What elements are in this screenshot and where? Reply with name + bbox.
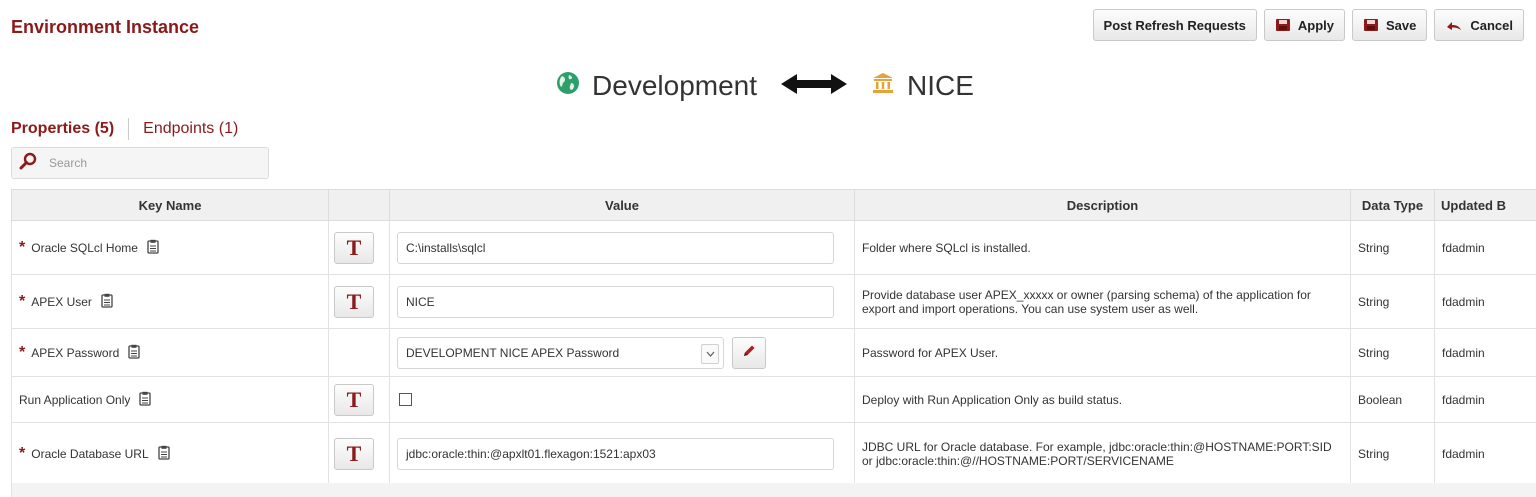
type-toggle-cell: T [328, 220, 390, 275]
key-name: Oracle Database URL [31, 446, 149, 461]
environment-name: Development [592, 70, 758, 101]
value-cell: DEVELOPMENT NICE APEX Password [389, 328, 855, 377]
table-row: * Oracle SQLcl Home T C:\installs\sqlcl … [11, 220, 1536, 275]
toolbar: Post Refresh Requests Apply Save Cancel [1092, 9, 1524, 41]
tab-properties[interactable]: Properties (5) [11, 120, 115, 137]
clipboard-icon[interactable] [139, 391, 152, 409]
required-marker: * [19, 238, 26, 256]
save-icon [1363, 18, 1379, 32]
properties-table: Key Name Value Description Data Type Upd… [11, 189, 1536, 485]
type-toggle-cell [328, 328, 390, 377]
clipboard-icon[interactable] [128, 344, 140, 362]
updated-by-cell: fdadmin [1434, 274, 1536, 329]
environment-instance-mapping: Development NICE [0, 70, 1533, 102]
key-name: Run Application Only [19, 392, 131, 407]
search-box [11, 147, 269, 179]
bank-icon [871, 70, 895, 102]
save-label: Save [1385, 17, 1417, 33]
pencil-icon [742, 344, 756, 361]
clipboard-icon[interactable] [101, 293, 113, 311]
key-name-cell: * APEX Password [11, 328, 329, 377]
post-refresh-requests-button[interactable]: Post Refresh Requests [1092, 9, 1257, 41]
type-toggle-cell: T [328, 274, 390, 329]
data-type-cell: String [1350, 220, 1435, 275]
tab-divider [128, 118, 130, 140]
key-name: Oracle SQLcl Home [31, 240, 138, 255]
updated-by-cell: fdadmin [1434, 220, 1536, 275]
value-cell [389, 376, 855, 423]
description-cell: Deploy with Run Application Only as buil… [854, 376, 1351, 423]
key-name-cell: * Oracle Database URL [11, 422, 329, 485]
key-name-cell: * APEX User [11, 274, 329, 329]
description-cell: Provide database user APEX_xxxxx or owne… [854, 274, 1351, 329]
description-cell: Folder where SQLcl is installed. [854, 220, 1351, 275]
column-header-value[interactable]: Value [389, 189, 855, 221]
data-type-cell: String [1350, 422, 1435, 485]
value-input[interactable]: jdbc:oracle:thin:@apxlt01.flexagon:1521:… [397, 437, 834, 470]
text-type-button[interactable]: T [334, 383, 374, 416]
text-type-button[interactable]: T [334, 437, 374, 470]
column-header-updated-by[interactable]: Updated B [1434, 189, 1536, 221]
search-icon[interactable] [19, 152, 37, 175]
apply-icon [1275, 18, 1291, 32]
value-input[interactable]: C:\installs\sqlcl [397, 231, 834, 264]
chevron-down-icon[interactable] [701, 343, 719, 364]
column-header-key-name[interactable]: Key Name [11, 189, 329, 221]
clipboard-icon[interactable] [147, 239, 159, 257]
required-marker: * [19, 444, 26, 462]
page-title: Environment Instance [11, 17, 200, 37]
search-input[interactable] [47, 155, 268, 171]
type-toggle-cell: T [328, 376, 390, 423]
table-row: * APEX User T NICE Provide database user… [11, 274, 1536, 329]
value-input[interactable]: NICE [397, 285, 834, 318]
edit-credential-button[interactable] [732, 336, 766, 369]
save-button[interactable]: Save [1351, 9, 1428, 41]
table-row: * APEX Password DEVELOPMENT NICE APEX Pa… [11, 328, 1536, 377]
apply-label: Apply [1297, 17, 1334, 33]
table-row: Run Application Only T Deploy with Run A… [11, 376, 1536, 423]
table-row: * Oracle Database URL T jdbc:oracle:thin… [11, 422, 1536, 485]
value-checkbox[interactable] [399, 393, 412, 406]
table-footer [11, 483, 1536, 497]
tab-bar: Properties (5) Endpoints (1) [11, 118, 238, 140]
required-marker: * [19, 343, 26, 361]
column-header-data-type[interactable]: Data Type [1350, 189, 1435, 221]
data-type-cell: Boolean [1350, 376, 1435, 423]
clipboard-icon[interactable] [157, 445, 170, 463]
text-type-button[interactable]: T [334, 285, 374, 318]
key-name-cell: * Oracle SQLcl Home [11, 220, 329, 275]
description-cell: Password for APEX User. [854, 328, 1351, 377]
column-header-type [328, 189, 390, 221]
type-toggle-cell: T [328, 422, 390, 485]
credential-select-value: DEVELOPMENT NICE APEX Password [406, 345, 620, 360]
key-name: APEX Password [31, 345, 120, 360]
double-arrow-icon [781, 70, 848, 102]
apply-button[interactable]: Apply [1263, 9, 1345, 41]
text-type-button[interactable]: T [334, 231, 374, 264]
description-cell: JDBC URL for Oracle database. For exampl… [854, 422, 1351, 485]
value-cell: NICE [389, 274, 855, 329]
cancel-label: Cancel [1470, 17, 1513, 33]
table-header-row: Key Name Value Description Data Type Upd… [11, 189, 1536, 221]
value-cell: C:\installs\sqlcl [389, 220, 855, 275]
tab-endpoints[interactable]: Endpoints (1) [143, 120, 239, 137]
updated-by-cell: fdadmin [1434, 328, 1536, 377]
credential-select[interactable]: DEVELOPMENT NICE APEX Password [397, 336, 724, 369]
required-marker: * [19, 292, 26, 310]
key-name-cell: Run Application Only [11, 376, 329, 423]
updated-by-cell: fdadmin [1434, 376, 1536, 423]
instance-name: NICE [907, 70, 974, 101]
column-header-description[interactable]: Description [854, 189, 1351, 221]
globe-icon [556, 70, 580, 102]
post-refresh-requests-label: Post Refresh Requests [1103, 17, 1246, 33]
data-type-cell: String [1350, 328, 1435, 377]
cancel-button[interactable]: Cancel [1434, 9, 1524, 41]
data-type-cell: String [1350, 274, 1435, 329]
undo-icon [1445, 19, 1463, 31]
key-name: APEX User [31, 294, 92, 309]
updated-by-cell: fdadmin [1434, 422, 1536, 485]
value-cell: jdbc:oracle:thin:@apxlt01.flexagon:1521:… [389, 422, 855, 485]
